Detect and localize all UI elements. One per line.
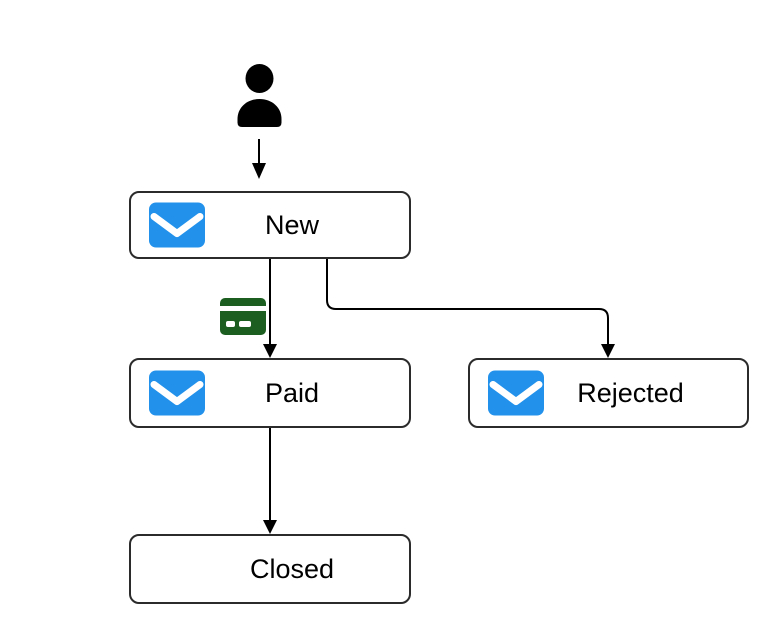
- edge-paid-to-closed: [263, 428, 277, 534]
- envelope-icon: [488, 370, 544, 416]
- node-label: Rejected: [577, 377, 684, 408]
- envelope-icon: [149, 202, 205, 248]
- node-new[interactable]: New: [129, 191, 411, 259]
- node-closed[interactable]: Closed: [129, 534, 411, 604]
- arrowhead: [263, 344, 277, 358]
- actor-node[interactable]: [236, 64, 283, 127]
- node-rejected[interactable]: Rejected: [468, 358, 749, 428]
- node-label: Paid: [264, 377, 320, 408]
- envelope-icon: [149, 370, 205, 416]
- arrowhead: [601, 344, 615, 358]
- node-label: New: [264, 209, 319, 240]
- node-label: Closed: [249, 553, 335, 584]
- person-icon: [237, 64, 282, 127]
- arrowhead: [252, 163, 266, 179]
- edge-actor-to-new: [252, 139, 266, 179]
- node-paid[interactable]: Paid: [129, 358, 411, 428]
- arrowhead: [263, 520, 277, 534]
- edge-new-to-rejected: [326, 259, 615, 358]
- credit-card-icon: [220, 298, 266, 335]
